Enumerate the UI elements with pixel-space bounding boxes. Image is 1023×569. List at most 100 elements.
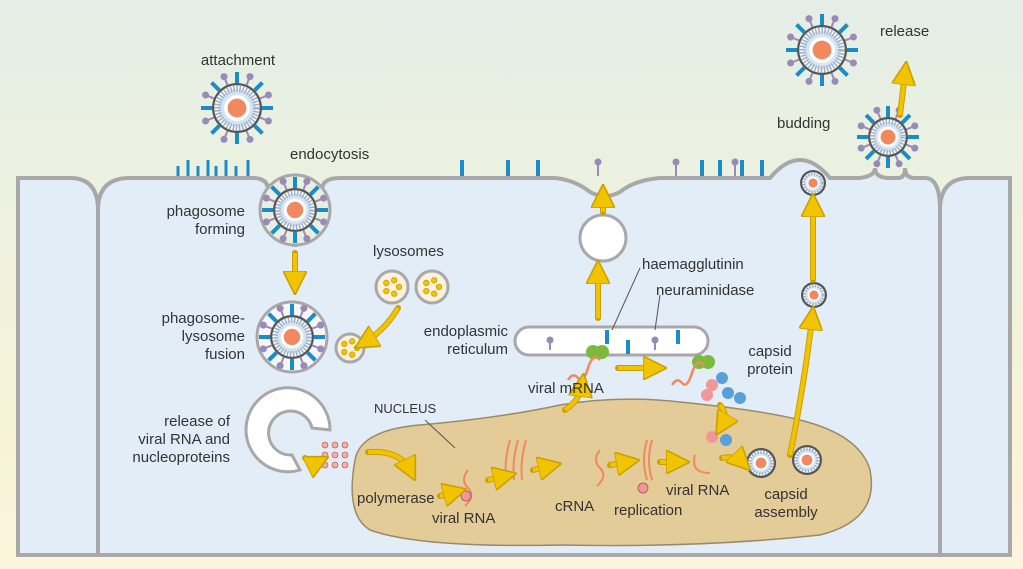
- neuraminidase-spike: [911, 122, 919, 130]
- rna-strand: [648, 439, 653, 481]
- neuraminidase-spike: [264, 91, 272, 99]
- label-lysosomes: lysosomes: [373, 243, 444, 260]
- haemagglutinin-spike: [253, 81, 264, 92]
- arrow-to-assembly: [721, 457, 742, 462]
- neuraminidase-spike: [262, 218, 270, 226]
- neuraminidase-spike: [320, 218, 328, 226]
- neuraminidase-spike: [787, 59, 795, 67]
- neuraminidase-spike: [873, 106, 881, 114]
- label-attachment: attachment: [200, 52, 276, 69]
- label-neuraminidase: neuraminidase: [656, 282, 755, 299]
- label-viral-rna-2: viral RNA: [666, 482, 730, 499]
- nucleoprotein: [341, 451, 349, 459]
- haemagglutinin-spike: [864, 149, 876, 161]
- cell-right: [938, 176, 1012, 557]
- neuraminidase-spike: [202, 91, 210, 99]
- label-release-of-viral-rna: release of viral RNA and nucleoproteins: [132, 413, 230, 466]
- haemagglutinin-spike: [900, 113, 912, 125]
- neuraminidase-spike: [911, 144, 919, 152]
- neuraminidase-spike: [849, 59, 857, 67]
- haemagglutinin-spike: [864, 113, 876, 125]
- nucleoprotein: [341, 441, 349, 449]
- nucleoprotein: [331, 451, 339, 459]
- haemagglutinin-er: [676, 330, 680, 344]
- cell-left: [16, 176, 100, 557]
- neuraminidase-spike: [279, 235, 287, 243]
- neuraminidase-er: [651, 336, 659, 344]
- rna-core: [812, 40, 832, 60]
- nucleus: [351, 398, 873, 547]
- rna-core: [880, 129, 896, 145]
- uncoating-vesicle: [244, 386, 332, 474]
- neuraminidase-spike: [857, 122, 865, 130]
- haemagglutinin-spike: [267, 351, 278, 362]
- virus-budding-off: [857, 106, 919, 168]
- endoplasmic-reticulum: [513, 325, 710, 357]
- capsid-protein: [722, 387, 734, 399]
- neuraminidase-spike: [895, 160, 903, 168]
- arrow-mrna-out: [563, 385, 582, 412]
- rna-core: [283, 328, 301, 346]
- haemagglutinin-spike: [210, 124, 221, 135]
- neuraminidase-spike: [849, 33, 857, 41]
- neuraminidase-spike: [276, 304, 284, 312]
- lysosome-enzyme: [391, 277, 398, 284]
- lysosome-enzyme: [395, 283, 403, 291]
- neuraminidase-spike: [259, 345, 267, 353]
- capsid-assembled: [792, 445, 822, 475]
- virus-attachment: [201, 72, 273, 144]
- lysosome: [374, 269, 410, 305]
- viral-mrna-strand: [670, 361, 705, 386]
- arrow-crna: [532, 466, 550, 470]
- polymerase-protein: [637, 482, 649, 494]
- rna-strand: [520, 439, 527, 481]
- capsid-budding: [800, 170, 826, 196]
- lysosome-enzyme: [341, 340, 348, 347]
- neuraminidase-spike: [202, 117, 210, 125]
- rna-core: [227, 98, 247, 118]
- lysosome-enzyme: [353, 344, 361, 352]
- capsid-protein: [716, 372, 728, 384]
- haemagglutinin-spike: [306, 312, 317, 323]
- pointer-neuraminidase: [654, 294, 661, 331]
- label-endocytosis: endocytosis: [290, 146, 370, 163]
- lysosome-enzyme: [435, 283, 443, 291]
- lysosome-enzyme: [349, 338, 356, 345]
- neuraminidase-spike: [805, 15, 813, 23]
- nucleoprotein: [341, 461, 349, 469]
- virus-released: [786, 14, 858, 86]
- neuraminidase-spike: [220, 135, 228, 143]
- rna-core: [808, 178, 818, 188]
- neuraminidase-membrane: [672, 158, 680, 166]
- neuraminidase-spike: [276, 362, 284, 370]
- neuraminidase-spike: [279, 177, 287, 185]
- rna-strand: [595, 449, 605, 487]
- lysosome-enzyme: [391, 290, 398, 297]
- label-release: release: [880, 23, 930, 40]
- nucleoprotein: [331, 441, 339, 449]
- capsid-protein: [720, 434, 732, 446]
- label-phagosome-lysosome-fusion: phagosome- lysosome fusion: [161, 310, 245, 363]
- ribosome: [701, 355, 715, 369]
- haemagglutinin-spike: [838, 23, 849, 34]
- haemagglutinin-er: [605, 330, 609, 344]
- capsid-protein: [701, 389, 713, 401]
- haemagglutinin-spike: [309, 224, 320, 235]
- label-viral-mrna: viral mRNA: [528, 380, 604, 397]
- rna-strand: [643, 439, 648, 481]
- lysosome-enzyme: [431, 290, 438, 297]
- label-capsid-assembly: capsid assembly: [754, 486, 818, 521]
- haemagglutinin-spike: [210, 81, 221, 92]
- arrow-protein-import: [720, 403, 725, 425]
- lysosome-enzyme: [383, 288, 390, 295]
- label-capsid-protein: capsid protein: [747, 343, 793, 378]
- arrow-polymerase: [439, 492, 455, 496]
- lysosome-enzyme: [423, 288, 430, 295]
- haemagglutinin-spike: [270, 185, 281, 196]
- arrow-lysosome-fusion: [365, 306, 400, 342]
- virus-endocytosis: [262, 177, 328, 243]
- neuraminidase-spike: [300, 362, 308, 370]
- lysosome-enzyme: [341, 349, 348, 356]
